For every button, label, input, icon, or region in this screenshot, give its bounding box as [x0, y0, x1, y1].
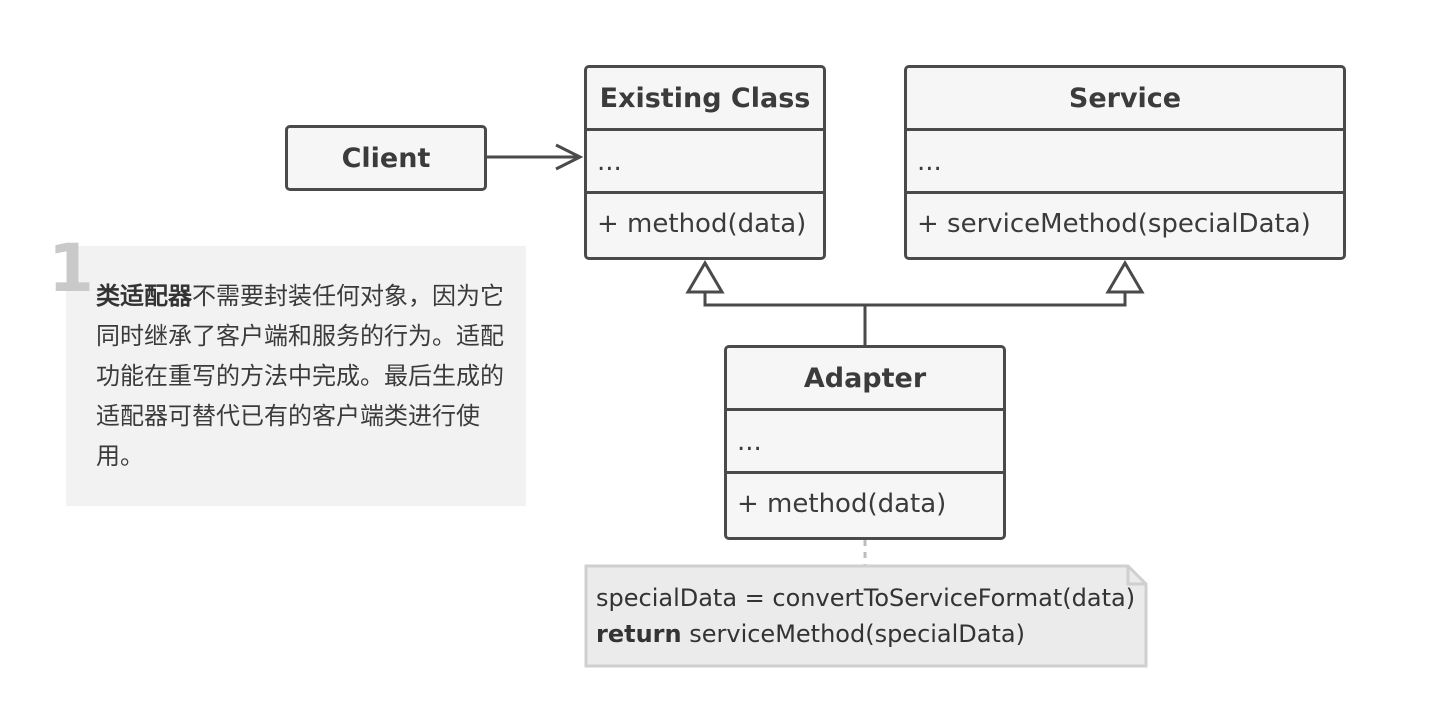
service-class-title: Service — [1068, 82, 1182, 114]
annotation-panel — [66, 246, 526, 506]
code-note-fold — [1126, 566, 1146, 586]
client-label: Client — [341, 142, 431, 174]
code-note-shape — [584, 564, 1148, 668]
existing-class-title: Existing Class — [599, 82, 811, 114]
existing-class-box[interactable]: Existing Class ... + method(data) — [584, 65, 826, 260]
service-class-box[interactable]: Service ... + serviceMethod(specialData) — [904, 65, 1346, 260]
inheritance-arrowhead-service — [1105, 260, 1145, 294]
step-number: 1 — [48, 230, 94, 307]
code-line-2-rest: serviceMethod(specialData) — [681, 620, 1025, 648]
code-line-1: specialData = convertToServiceFormat(dat… — [596, 584, 1136, 612]
code-note-text: specialData = convertToServiceFormat(dat… — [596, 580, 1135, 652]
service-class-methods: + serviceMethod(specialData) — [907, 191, 1343, 254]
existing-class-methods: + method(data) — [587, 191, 823, 254]
annotation-body: 不需要封装任何对象，因为它同时继承了客户端和服务的行为。适配功能在重写的方法中完… — [96, 282, 504, 470]
adapter-class-title: Adapter — [803, 362, 927, 394]
association-arrowhead — [555, 143, 584, 171]
service-class-fields: ... — [907, 128, 1343, 191]
client-class-box[interactable]: Client — [285, 125, 487, 191]
annotation-bold-term: 类适配器 — [96, 282, 192, 310]
inheritance-arrowhead-existing — [685, 260, 725, 294]
annotation-text: 类适配器不需要封装任何对象，因为它同时继承了客户端和服务的行为。适配功能在重写的… — [96, 276, 506, 476]
adapter-class-fields: ... — [727, 408, 1003, 471]
existing-class-fields: ... — [587, 128, 823, 191]
adapter-class-box[interactable]: Adapter ... + method(data) — [724, 345, 1006, 540]
inheritance-branch — [703, 292, 1127, 307]
adapter-class-methods: + method(data) — [727, 471, 1003, 534]
code-line-2: return serviceMethod(specialData) — [596, 616, 1135, 652]
code-return-keyword: return — [596, 620, 682, 648]
